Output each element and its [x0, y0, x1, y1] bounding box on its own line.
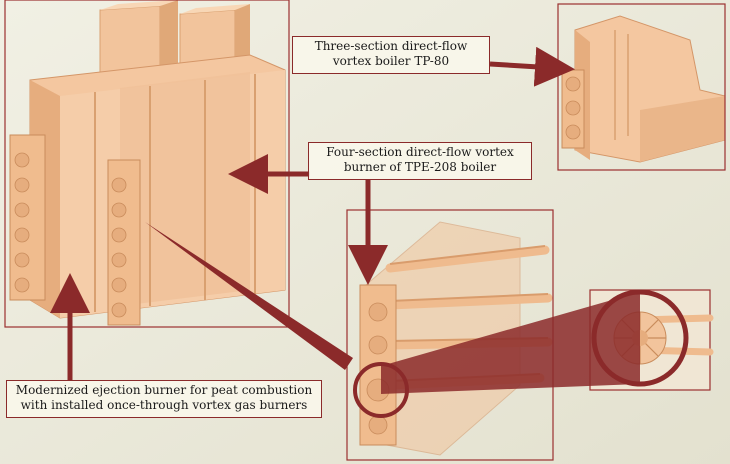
label-ejection-burner: Modernized ejection burner for peat comb…: [6, 380, 322, 418]
tp80-boiler-illustration: [561, 15, 726, 163]
tpe208-frame: [4, 0, 290, 328]
label-tpe208-line1: Four-section direct-flow vortex: [326, 145, 514, 159]
arrow-to-tp80: [489, 46, 575, 87]
pointer-wedge: [145, 222, 353, 370]
magnifier-small-circle: [353, 362, 409, 418]
label-tpe208: Four-section direct-flow vortex burner o…: [308, 142, 532, 180]
magnifier-large-circle: [591, 289, 689, 387]
label-tp80: Three-section direct-flow vortex boiler …: [292, 36, 490, 74]
magnifier-cone: [381, 292, 640, 394]
label-tp80-line1: Three-section direct-flow: [314, 39, 468, 53]
label-ejection-line1: Modernized ejection burner for peat comb…: [15, 383, 313, 397]
label-tp80-line2: vortex boiler TP-80: [332, 54, 450, 68]
tpe208-boiler-illustration: [9, 0, 286, 326]
tp80-frame: [557, 3, 726, 171]
label-tpe208-line2: burner of TPE-208 boiler: [343, 160, 497, 174]
label-ejection-line2: with installed once-through vortex gas b…: [20, 398, 308, 412]
